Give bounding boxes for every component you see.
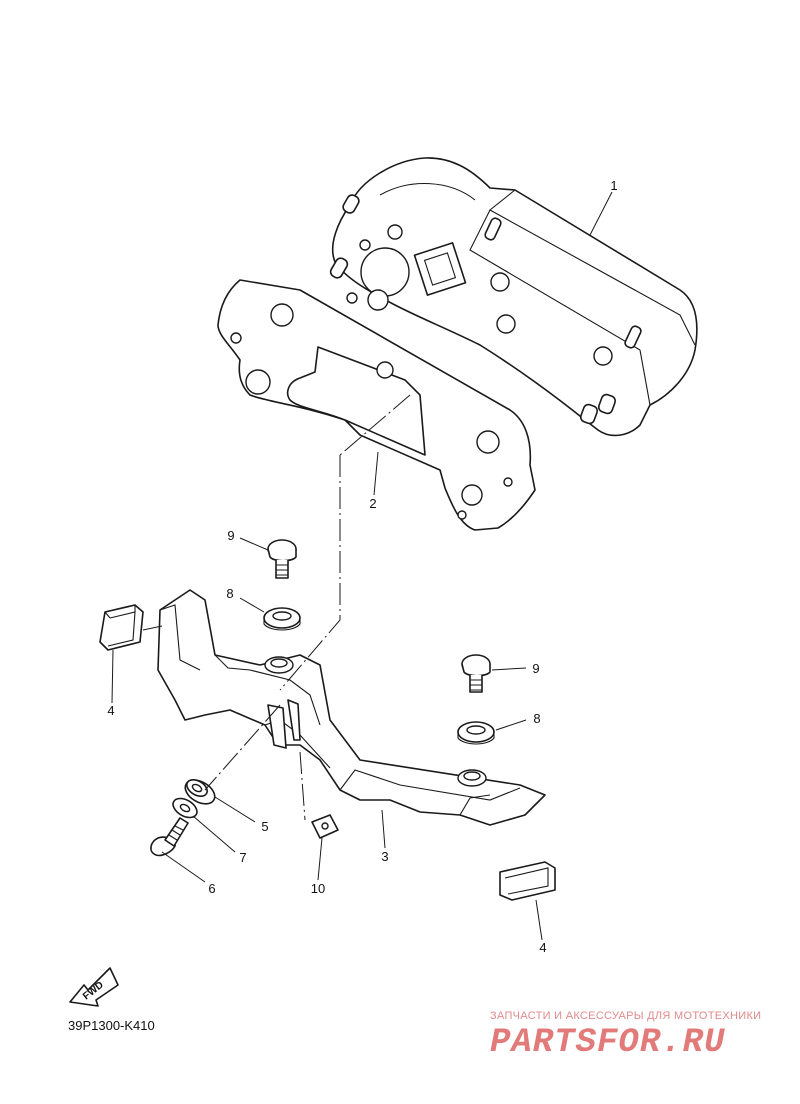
callout-1: 1 bbox=[610, 178, 617, 193]
callout-5: 5 bbox=[261, 819, 268, 834]
callout-9-right: 9 bbox=[532, 661, 539, 676]
callout-8-right: 8 bbox=[533, 711, 540, 726]
collar-right[interactable] bbox=[457, 721, 495, 745]
bolt-upper[interactable] bbox=[267, 539, 297, 579]
diagram-code: 39P1300-K410 bbox=[68, 1018, 155, 1033]
rubber-clip-left[interactable] bbox=[99, 604, 144, 651]
washer[interactable] bbox=[170, 795, 201, 822]
bolt-right[interactable] bbox=[461, 654, 491, 693]
rubber-clip-right[interactable] bbox=[499, 861, 556, 901]
screw[interactable] bbox=[150, 817, 189, 857]
meter-bracket[interactable] bbox=[157, 589, 546, 826]
cover-plate[interactable] bbox=[217, 279, 536, 531]
nut-clip[interactable] bbox=[311, 814, 339, 839]
center-lines bbox=[204, 394, 411, 821]
watermark-tagline: ЗАПЧАСТИ И АКСЕССУАРЫ ДЛЯ МОТОТЕХНИКИ bbox=[490, 1010, 762, 1022]
collar-upper[interactable] bbox=[263, 607, 301, 631]
leader-lines bbox=[111, 191, 613, 941]
callout-4-right: 4 bbox=[539, 940, 546, 955]
grommet[interactable] bbox=[181, 775, 219, 808]
callout-8-upper: 8 bbox=[226, 586, 233, 601]
callout-6: 6 bbox=[208, 881, 215, 896]
meter-assembly[interactable] bbox=[329, 157, 698, 437]
callout-7: 7 bbox=[239, 850, 246, 865]
watermark-logo: PARTSFOR.RU bbox=[490, 1024, 726, 1062]
fwd-arrow-icon: FWD bbox=[69, 967, 119, 1007]
callout-2: 2 bbox=[369, 496, 376, 511]
callout-10: 10 bbox=[311, 881, 325, 896]
callout-4-left: 4 bbox=[107, 703, 114, 718]
callout-9-upper: 9 bbox=[227, 528, 234, 543]
callout-3: 3 bbox=[381, 849, 388, 864]
